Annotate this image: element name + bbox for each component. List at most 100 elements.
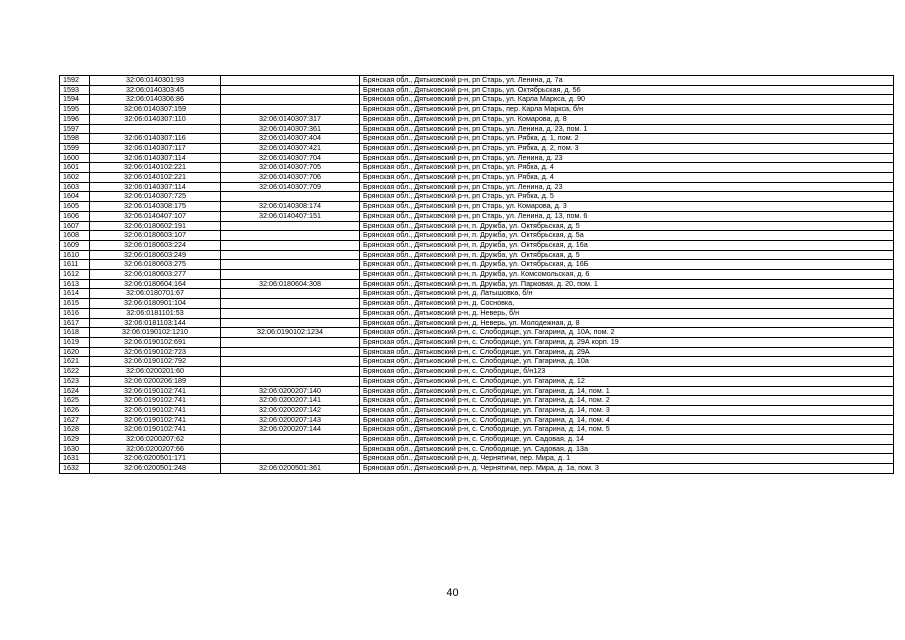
- linked-cadastral-number-cell: [220, 317, 360, 329]
- page-number: 40: [446, 587, 459, 599]
- linked-cadastral-number-cell: [220, 220, 360, 232]
- linked-cadastral-number-cell: 32:06:0140307:709: [220, 181, 360, 193]
- address-cell: Брянская обл., Дятьковский р-н, рп Старь…: [359, 191, 894, 203]
- cadastral-number-cell: 32:06:0190102:1210: [89, 327, 221, 338]
- row-number-cell: 1605: [59, 201, 90, 212]
- row-number-cell: 1623: [59, 375, 90, 387]
- cadastral-number-cell: 32:06:0190102:723: [89, 346, 221, 358]
- cadastral-number-cell: 32:06:0140307:114: [89, 181, 221, 193]
- row-number-cell: 1624: [59, 385, 90, 397]
- address-cell: Брянская обл., Дятьковский р-н, д. Черня…: [359, 453, 894, 465]
- cadastral-number-cell: 32:06:0140308:175: [89, 201, 221, 212]
- address-cell: Брянская обл., Дятьковский р-н, с. Слобо…: [359, 336, 894, 348]
- linked-cadastral-number-cell: [220, 356, 360, 368]
- cadastral-number-cell: 32:06:0190102:792: [89, 356, 221, 368]
- row-number-cell: 1608: [59, 230, 90, 241]
- address-cell: Брянская обл., Дятьковский р-н, д. Невер…: [359, 307, 894, 319]
- row-number-cell: 1618: [59, 327, 90, 338]
- address-cell: Брянская обл., Дятьковский р-н, п. Дружб…: [359, 249, 894, 261]
- row-number-cell: 1603: [59, 181, 90, 193]
- row-number-cell: 1611: [59, 259, 90, 271]
- row-number-cell: 1626: [59, 404, 90, 416]
- linked-cadastral-number-cell: [220, 346, 360, 358]
- row-number-cell: 1632: [59, 463, 90, 474]
- address-cell: Брянская обл., Дятьковский р-н, д. Черня…: [359, 463, 894, 474]
- cadastral-number-cell: 32:06:0200207:66: [89, 443, 221, 455]
- row-number-cell: 1622: [59, 366, 90, 377]
- linked-cadastral-number-cell: [220, 239, 360, 251]
- row-number-cell: 1614: [59, 288, 90, 300]
- cadastral-number-cell: 32:06:0180604:164: [89, 278, 221, 290]
- address-cell: Брянская обл., Дятьковский р-н, д. Сосно…: [359, 298, 894, 309]
- row-number-cell: 1592: [59, 75, 90, 86]
- row-number-cell: 1610: [59, 249, 90, 261]
- row-number-cell: 1625: [59, 395, 90, 406]
- row-number-cell: 1630: [59, 443, 90, 455]
- address-cell: Брянская обл., Дятьковский р-н, рп Старь…: [359, 104, 894, 115]
- row-number-cell: 1596: [59, 113, 90, 125]
- address-cell: Брянская обл., Дятьковский р-н, п. Дружб…: [359, 220, 894, 232]
- linked-cadastral-number-cell: [220, 298, 360, 309]
- address-cell: Брянская обл., Дятьковский р-н, п. Дружб…: [359, 239, 894, 251]
- row-number-cell: 1609: [59, 239, 90, 251]
- cadastral-number-cell: 32:06:0140307:110: [89, 113, 221, 125]
- row-number-cell: 1616: [59, 307, 90, 319]
- cadastral-number-cell: 32:06:0140407:107: [89, 210, 221, 222]
- linked-cadastral-number-cell: [220, 453, 360, 465]
- linked-cadastral-number-cell: [220, 259, 360, 271]
- cadastral-number-cell: 32:06:0140307:114: [89, 152, 221, 164]
- row-number-cell: 1613: [59, 278, 90, 290]
- address-cell: Брянская обл., Дятьковский р-н, рп Старь…: [359, 94, 894, 106]
- row-number-cell: 1617: [59, 317, 90, 329]
- address-cell: Брянская обл., Дятьковский р-н, п. Дружб…: [359, 278, 894, 290]
- cadastral-number-cell: 32:06:0190102:741: [89, 404, 221, 416]
- linked-cadastral-number-cell: 32:06:0200501:361: [220, 463, 360, 474]
- cadastral-number-cell: 32:06:0140307:159: [89, 104, 221, 115]
- row-number-cell: 1619: [59, 336, 90, 348]
- cadastral-number-cell: 32:06:0200206:189: [89, 375, 221, 387]
- cadastral-number-cell: 32:06:0180603:107: [89, 230, 221, 241]
- linked-cadastral-number-cell: [220, 366, 360, 377]
- address-cell: Брянская обл., Дятьковский р-н, рп Старь…: [359, 123, 894, 135]
- row-number-cell: 1601: [59, 162, 90, 174]
- address-cell: Брянская обл., Дятьковский р-н, рп Старь…: [359, 152, 894, 164]
- address-cell: Брянская обл., Дятьковский р-н, с. Слобо…: [359, 443, 894, 455]
- linked-cadastral-number-cell: [220, 375, 360, 387]
- cadastral-number-cell: 32:06:0140307:117: [89, 142, 221, 154]
- row-number-cell: 1606: [59, 210, 90, 222]
- address-cell: Брянская обл., Дятьковский р-н, рп Старь…: [359, 210, 894, 222]
- linked-cadastral-number-cell: 32:06:0140307:421: [220, 142, 360, 154]
- cadastral-number-cell: 32:06:0180603:249: [89, 249, 221, 261]
- linked-cadastral-number-cell: [220, 269, 360, 280]
- cadastral-number-cell: 32:06:0180701:67: [89, 288, 221, 300]
- cadastral-number-cell: 32:06:0140102:221: [89, 172, 221, 183]
- row-number-cell: 1599: [59, 142, 90, 154]
- linked-cadastral-number-cell: 32:06:0140307:704: [220, 152, 360, 164]
- address-cell: Брянская обл., Дятьковский р-н, д. Невер…: [359, 317, 894, 329]
- row-number-cell: 1598: [59, 133, 90, 144]
- cadastral-number-cell: 32:06:0181103:144: [89, 317, 221, 329]
- cadastral-number-cell: 32:06:0140102:221: [89, 162, 221, 174]
- address-cell: Брянская обл., Дятьковский р-н, рп Старь…: [359, 113, 894, 125]
- linked-cadastral-number-cell: [220, 94, 360, 106]
